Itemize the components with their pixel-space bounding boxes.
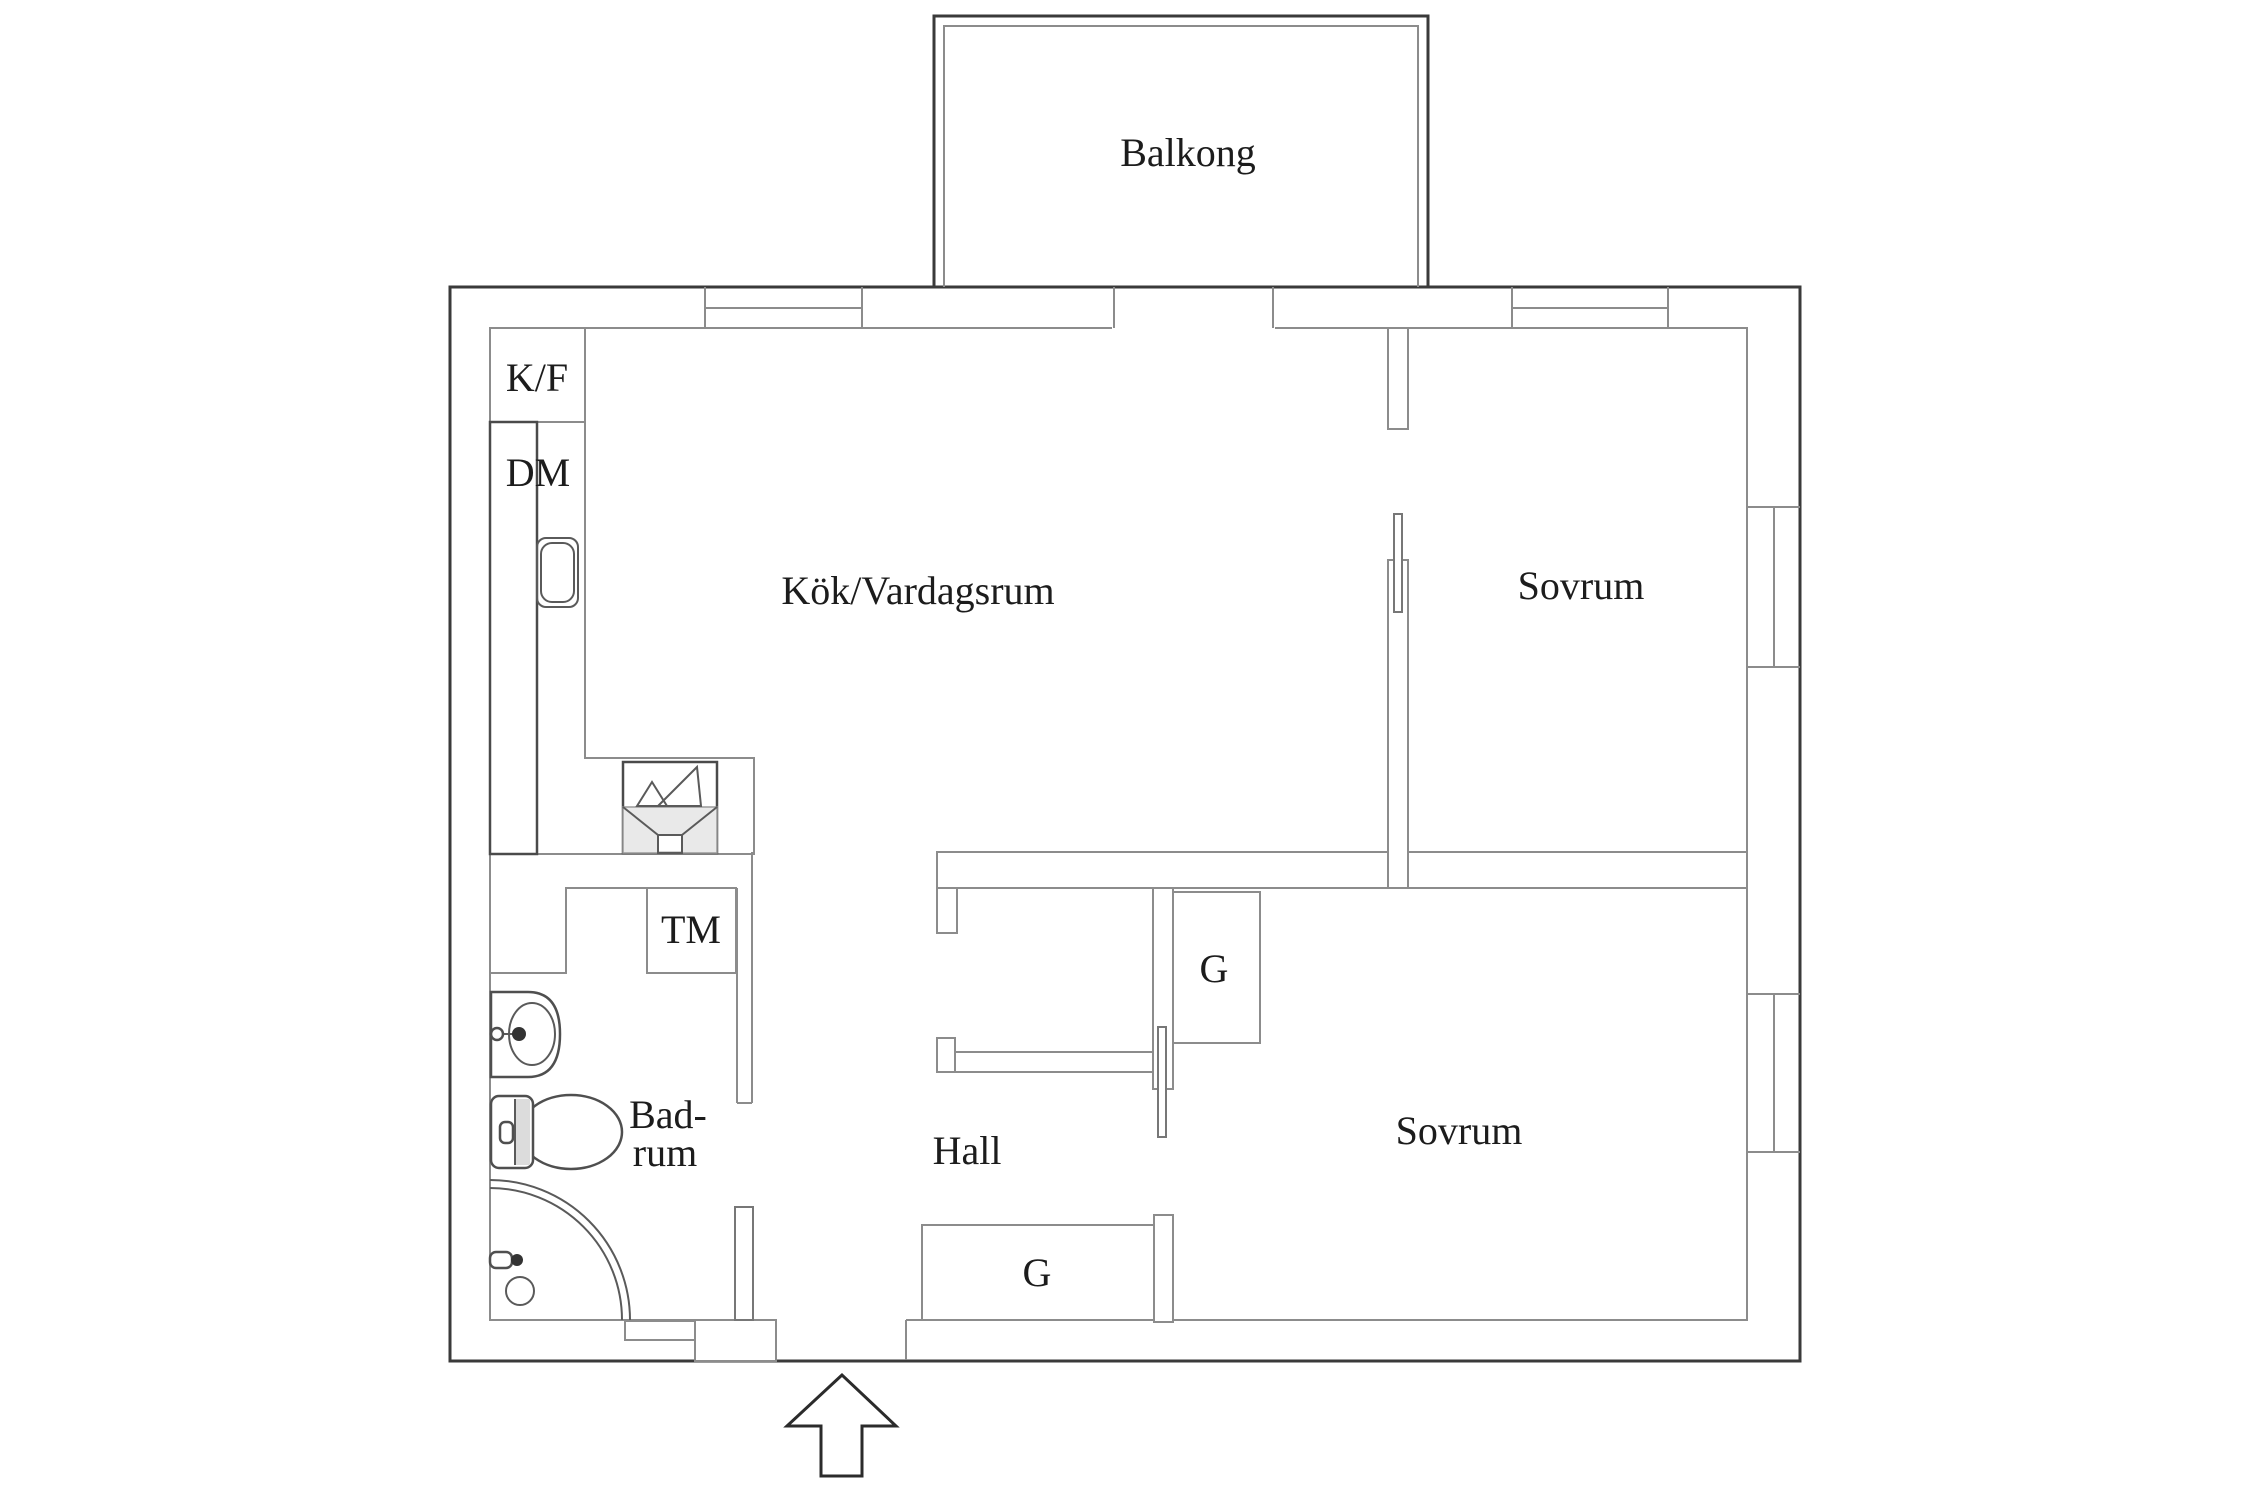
label-bedroom-bottom: Sovrum (1396, 1108, 1523, 1153)
wardrobe-upper-box (1172, 891, 1261, 1044)
label-bathroom-line1: Bad- (629, 1092, 707, 1137)
kitchen-sink (536, 537, 579, 608)
window-right-lower (1747, 993, 1800, 1153)
balcony-inner-wall (943, 25, 1419, 287)
stove (621, 760, 719, 855)
washbasin (489, 990, 562, 1079)
window-top-left (704, 287, 863, 328)
dishwasher-cabinet (488, 420, 539, 856)
label-hall: Hall (933, 1128, 1002, 1173)
door-leaves (734, 513, 1403, 1321)
wardrobe-lower-box (921, 1224, 1155, 1321)
wardrobes (921, 891, 1261, 1321)
label-balcony: Balkong (1120, 130, 1256, 175)
wall-bedroom-top-west-upper (1387, 327, 1409, 430)
door-leaf-bathroom (734, 1206, 754, 1321)
label-washing-machine: TM (661, 907, 721, 952)
wall-stub-hall-niche (936, 887, 958, 934)
label-fridge-freezer: K/F (506, 355, 568, 400)
entrance-arrow (783, 1372, 900, 1478)
wall-kitchen-south (936, 851, 1748, 889)
balcony (932, 14, 1430, 287)
floor-drain (505, 1276, 535, 1306)
door-leaf-bedroom-bottom (1157, 1026, 1167, 1138)
wall-hall-step (936, 1037, 956, 1073)
label-bedroom-top: Sovrum (1518, 563, 1645, 608)
label-bathroom-line2: rum (633, 1130, 697, 1175)
balcony-outer-wall (932, 14, 1430, 287)
window-right-upper (1747, 506, 1800, 668)
entrance-wall-block (694, 1319, 777, 1362)
bathroom-walls (490, 852, 753, 1104)
shower (488, 1179, 631, 1321)
outer-wall-outline (448, 285, 1802, 1363)
bathroom-fixtures (488, 990, 631, 1321)
shower-head (488, 1250, 514, 1270)
door-leaf-bedroom-top (1393, 513, 1403, 613)
label-kitchen-living: Kök/Vardagsrum (781, 568, 1054, 613)
wall-hall-low (954, 1051, 1154, 1073)
kitchen-fixtures (488, 327, 755, 856)
window-top-right (1511, 287, 1669, 328)
balcony-door-opening (1112, 287, 1275, 331)
windows-and-openings (704, 287, 1800, 1360)
entrance-step (624, 1320, 696, 1341)
label-dishwasher: DM (506, 450, 570, 495)
toilet (489, 1093, 624, 1171)
interior-walls (624, 327, 1748, 1362)
label-wardrobe-lower: G (1023, 1250, 1052, 1295)
wall-bedroom-bottom-west-lower (1153, 1214, 1174, 1323)
labels: Balkong Kök/Vardagsrum Sovrum Sovrum Hal… (506, 130, 1645, 1295)
entrance-opening (775, 1316, 907, 1360)
label-wardrobe-upper: G (1200, 946, 1229, 991)
